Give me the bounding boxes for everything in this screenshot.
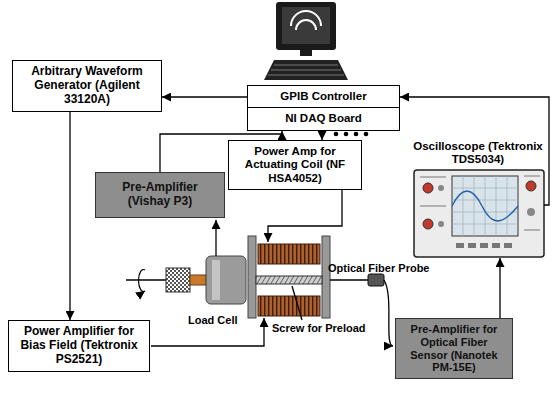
scope-body <box>414 170 544 257</box>
pin <box>334 132 339 137</box>
pin <box>364 132 369 137</box>
scope-knob <box>438 185 444 191</box>
scope-panel-marks <box>420 176 540 230</box>
fiber-wire <box>384 280 393 346</box>
coupling <box>166 268 190 292</box>
amplifier-box: Power Amplifier for Bias Field (Tektroni… <box>8 320 150 372</box>
leader-line <box>292 286 302 320</box>
daq-box: NI DAQ Board <box>247 107 400 131</box>
node-text: Oscilloscope (Tektronix TDS5034) <box>412 140 544 166</box>
node-text: GPIB Controller <box>280 90 366 103</box>
daq-pins <box>334 132 369 137</box>
part-label: Screw for Preload <box>272 322 366 335</box>
signal-connector <box>162 96 247 97</box>
part-label: Load Cell <box>188 314 238 327</box>
actuating-coil-wire <box>268 187 342 242</box>
pin <box>354 132 359 137</box>
scope-knob <box>526 181 536 191</box>
node-text: Power Amplifier for Bias Field (Tektroni… <box>14 325 144 366</box>
bias-coil <box>258 296 320 316</box>
fiber-probe <box>368 274 384 286</box>
scope-knob <box>438 221 444 227</box>
preamp-box: Pre-Amplifier (Vishay P3) <box>95 172 225 218</box>
scope-screen <box>452 176 518 236</box>
controller-box: GPIB Controller <box>247 85 400 109</box>
signal-connector <box>499 258 500 318</box>
node-text: Power Amp for Actuating Coil (NF HSA4052… <box>234 145 356 185</box>
preload-screw <box>256 276 322 284</box>
oscilloscope-node: Oscilloscope (Tektronix TDS5034) <box>412 140 544 258</box>
computer-icon <box>264 2 348 80</box>
pin <box>344 132 349 137</box>
rotation-arrow <box>139 270 145 292</box>
monitor-neck <box>300 50 312 56</box>
frame-plate <box>322 236 330 318</box>
keyboard <box>264 60 348 80</box>
monitor-screen <box>282 7 330 44</box>
oscilloscope-picture <box>414 170 544 257</box>
test-apparatus <box>126 236 384 318</box>
monitor-body <box>276 2 336 50</box>
signal-connector <box>321 131 322 140</box>
screen-logo <box>291 11 321 26</box>
load-cell-shine <box>212 260 220 300</box>
node-text: Pre-Amplifier (Vishay P3) <box>101 181 219 209</box>
scope-knob <box>527 208 535 216</box>
amplifier-box: Power Amp for Actuating Coil (NF HSA4052… <box>228 140 362 190</box>
node-text: Arbitrary Waveform Generator (Agilent 33… <box>18 65 156 106</box>
signal-connector <box>400 97 549 205</box>
screen-logo <box>296 20 316 30</box>
node-text: Pre-Amplifier for Optical Fiber Sensor (… <box>401 323 507 374</box>
scope-knob <box>423 183 433 193</box>
shaft-adapter <box>190 275 206 285</box>
shaft <box>126 279 166 281</box>
scope-knob <box>423 219 433 229</box>
scope-trace <box>452 191 518 221</box>
keyboard-keys <box>268 65 344 75</box>
instrument-box: Arbitrary Waveform Generator (Agilent 33… <box>12 60 162 112</box>
preamp-box: Pre-Amplifier for Optical Fiber Sensor (… <box>395 318 513 379</box>
scope-buttons <box>456 243 512 248</box>
frame-plate <box>248 236 256 318</box>
part-label: Optical Fiber Probe <box>328 262 429 275</box>
actuating-coil <box>258 244 320 264</box>
node-text: NI DAQ Board <box>285 112 362 125</box>
fiber-line <box>330 279 368 281</box>
signal-connector <box>69 112 70 320</box>
load-cell-wire <box>215 220 216 256</box>
scope-grid <box>452 176 518 236</box>
load-cell <box>206 256 246 304</box>
